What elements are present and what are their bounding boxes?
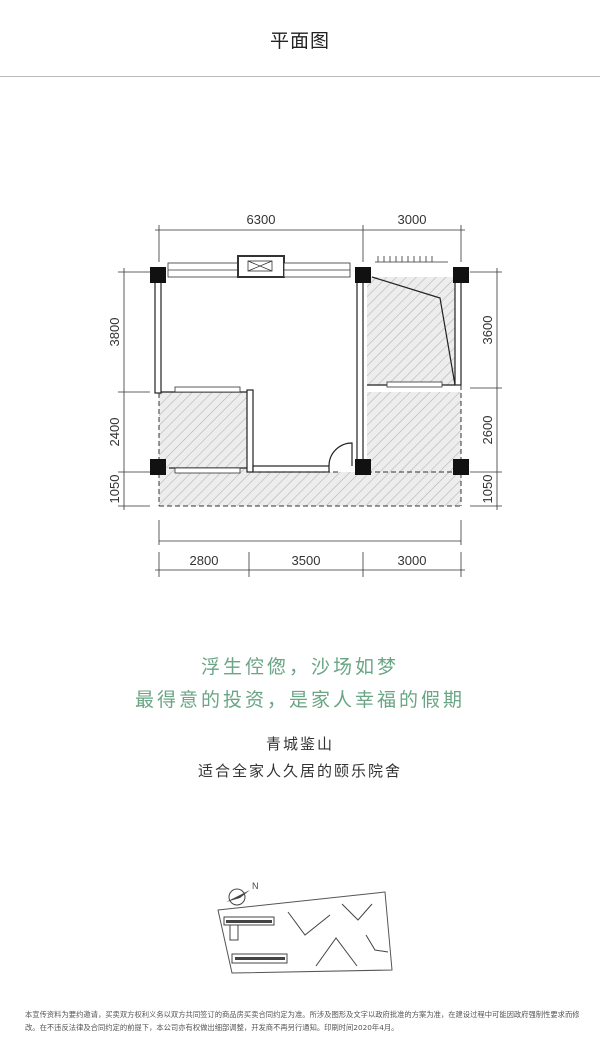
dim-bottom-1: 2800 bbox=[190, 553, 219, 568]
dimension-lines bbox=[118, 225, 502, 577]
page-title: 平面图 bbox=[269, 30, 330, 52]
dim-bottom-3: 3000 bbox=[398, 553, 427, 568]
dim-right-3: 1050 bbox=[480, 475, 495, 504]
project-name: 青城鉴山 bbox=[265, 735, 334, 753]
compass-icon bbox=[228, 888, 246, 906]
columns bbox=[150, 267, 469, 475]
project-tagline: 适合全家人久居的颐乐院舍 bbox=[197, 762, 402, 780]
disclaimer: 本宣传资料为要约邀请，买卖双方权利义务以双方共同签订的商品房买卖合同约定为准。所… bbox=[25, 1010, 580, 1032]
dim-bottom-2: 3500 bbox=[292, 553, 321, 568]
slogan-line-2: 最得意的投资，是家人幸福的假期 bbox=[134, 689, 465, 711]
north-label: N bbox=[252, 881, 259, 891]
header: 平面图 bbox=[0, 0, 600, 77]
slogan-line-1: 浮生倥偬，沙场如梦 bbox=[200, 656, 399, 678]
dim-left-1: 3800 bbox=[107, 318, 122, 347]
site-map: N bbox=[217, 881, 393, 974]
dim-left-2: 2400 bbox=[107, 418, 122, 447]
dim-top-2: 3000 bbox=[398, 212, 427, 227]
dim-left-3: 1050 bbox=[107, 475, 122, 504]
balcony-outline bbox=[158, 385, 462, 507]
windows bbox=[167, 255, 448, 474]
dim-right-2: 2600 bbox=[480, 416, 495, 445]
dim-right-1: 3600 bbox=[480, 316, 495, 345]
hatched-areas bbox=[159, 277, 461, 506]
dim-top-1: 6300 bbox=[247, 212, 276, 227]
